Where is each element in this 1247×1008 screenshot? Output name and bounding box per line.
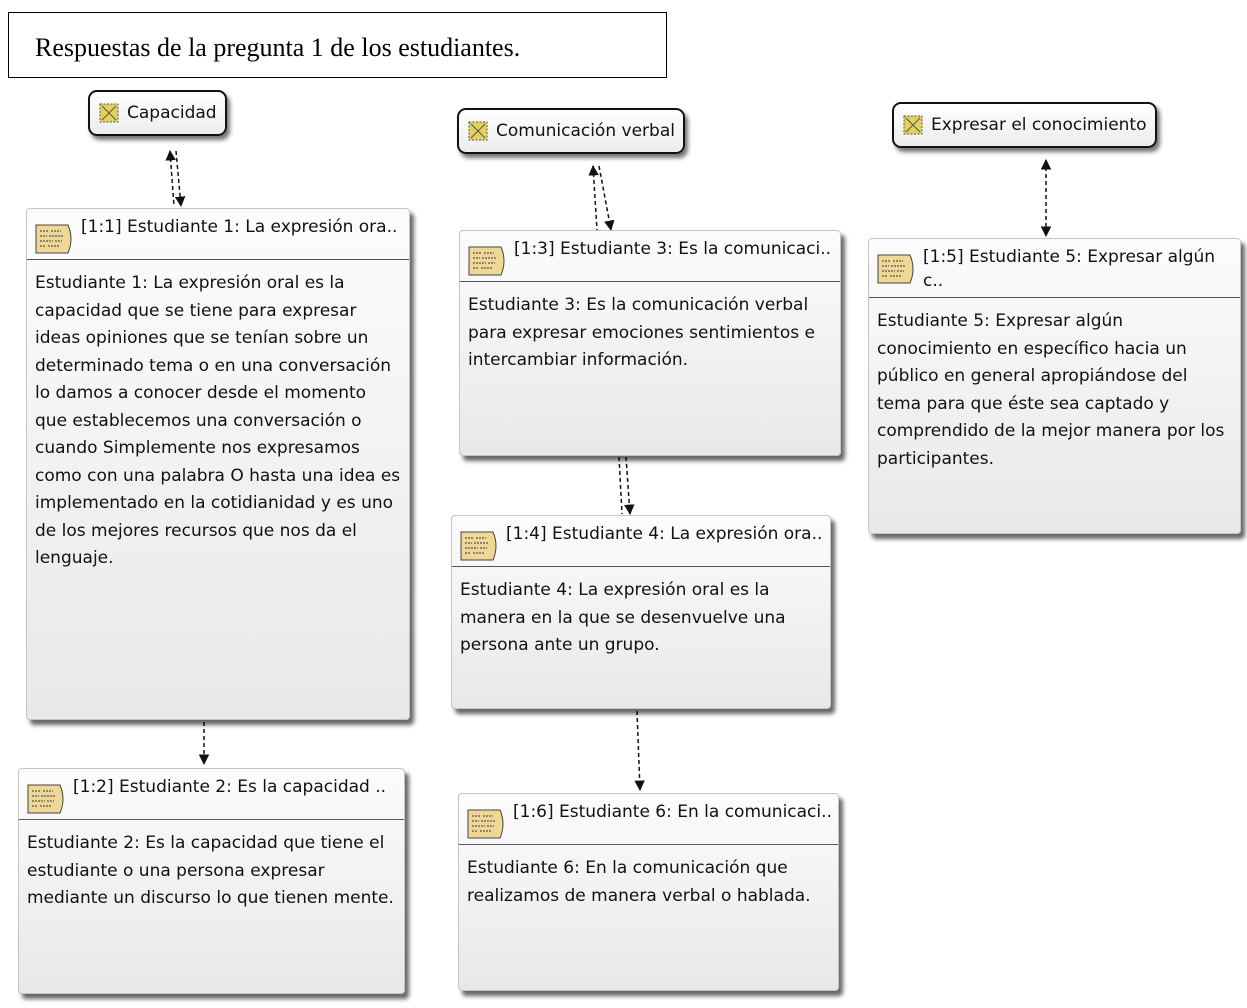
quote-header: [1:1] Estudiante 1: La expresión ora..: [27, 209, 409, 260]
quotation-icon: [877, 254, 914, 284]
code-capacidad[interactable]: Capacidad: [88, 90, 227, 136]
quote-title: [1:1] Estudiante 1: La expresión ora..: [81, 217, 398, 237]
quote-title: [1:2] Estudiante 2: Es la capacidad ..: [73, 777, 387, 797]
quote-1-5[interactable]: [1:5] Estudiante 5: Expresar algún c.. E…: [868, 238, 1241, 534]
code-expresar-conocimiento[interactable]: Expresar el conocimiento: [892, 102, 1157, 148]
code-icon: [99, 103, 119, 123]
code-label: Capacidad: [127, 103, 217, 123]
quote-title: [1:3] Estudiante 3: Es la comunicaci..: [514, 239, 832, 259]
code-icon: [903, 115, 923, 135]
link-q3-q4-a: [618, 456, 623, 515]
quote-text: Estudiante 6: En la comunicación que rea…: [467, 858, 811, 906]
figure-caption: Respuestas de la pregunta 1 de los estud…: [8, 12, 667, 78]
code-label: Comunicación verbal: [496, 121, 675, 141]
quote-1-2[interactable]: [1:2] Estudiante 2: Es la capacidad .. E…: [18, 768, 405, 994]
link-capacidad-q1-b: [174, 150, 186, 208]
quote-1-4[interactable]: [1:4] Estudiante 4: La expresión ora.. E…: [451, 515, 831, 709]
link-q3-q4-b: [624, 456, 635, 516]
quote-1-1[interactable]: [1:1] Estudiante 1: La expresión ora.. E…: [26, 208, 410, 720]
code-comunicacion-verbal[interactable]: Comunicación verbal: [457, 108, 685, 154]
quote-text: Estudiante 2: Es la capacidad que tiene …: [27, 833, 394, 908]
quote-header: [1:4] Estudiante 4: La expresión ora..: [452, 516, 830, 567]
link-comunicacion-q3-b: [598, 165, 615, 232]
quote-text: Estudiante 5: Expresar algún conocimient…: [877, 311, 1225, 469]
quotation-icon: [468, 246, 505, 276]
link-capacidad-q1-a: [165, 149, 176, 207]
code-icon: [468, 121, 488, 141]
quote-title: [1:5] Estudiante 5: Expresar algún c..: [923, 247, 1216, 291]
quotation-icon: [35, 224, 72, 254]
quote-title: [1:4] Estudiante 4: La expresión ora..: [506, 524, 823, 544]
quote-1-3[interactable]: [1:3] Estudiante 3: Es la comunicaci.. E…: [459, 230, 841, 456]
quotation-icon: [27, 784, 64, 814]
quote-header: [1:3] Estudiante 3: Es la comunicaci..: [460, 231, 840, 282]
quote-text: Estudiante 4: La expresión oral es la ma…: [460, 580, 786, 655]
quote-header: [1:2] Estudiante 2: Es la capacidad ..: [19, 769, 404, 820]
quotation-icon: [467, 809, 504, 839]
link-q4-q6: [634, 710, 645, 792]
quote-text: Estudiante 3: Es la comunicación verbal …: [468, 295, 815, 370]
quote-text: Estudiante 1: La expresión oral es la ca…: [35, 273, 401, 568]
quotation-icon: [460, 531, 497, 561]
quote-header: [1:6] Estudiante 6: En la comunicaci..: [459, 794, 838, 845]
quote-header: [1:5] Estudiante 5: Expresar algún c..: [869, 239, 1240, 298]
code-label: Expresar el conocimiento: [931, 115, 1147, 135]
quote-title: [1:6] Estudiante 6: En la comunicaci..: [513, 802, 832, 822]
link-comunicacion-q3-a: [588, 164, 599, 231]
quote-1-6[interactable]: [1:6] Estudiante 6: En la comunicaci.. E…: [458, 793, 839, 991]
